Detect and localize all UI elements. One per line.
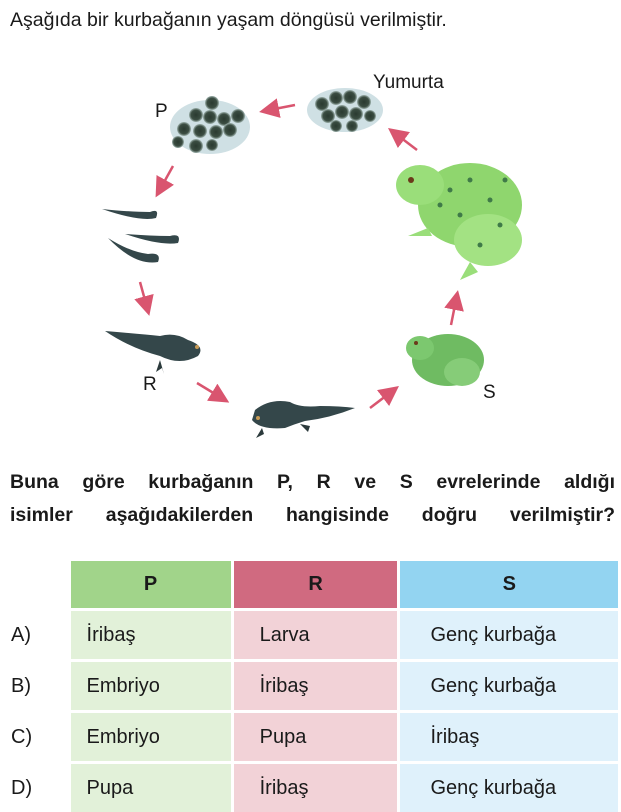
table-row-b[interactable]: B) Embriyo İribaş Genç kurbağa <box>3 662 618 710</box>
question-line-1: Buna göre kurbağanın P, R ve S evrelerin… <box>10 471 615 493</box>
arrow-s-to-frog <box>444 290 464 326</box>
arrow-r-to-tadpole <box>196 381 230 403</box>
cell-r: Larva <box>233 611 398 659</box>
cell-p: Embriyo <box>70 662 231 710</box>
egg-cluster-p <box>170 96 250 154</box>
arrow-frog-to-egg <box>388 127 418 151</box>
egg-cluster-yumurta <box>307 88 383 132</box>
label-r: R <box>143 374 157 395</box>
tadpole-with-legs <box>105 331 201 374</box>
cell-r: İribaş <box>233 764 398 812</box>
option-label[interactable]: D) <box>3 764 68 812</box>
arrow-tadpole-to-s <box>369 385 399 409</box>
frog-life-cycle-diagram <box>102 88 522 438</box>
table-row-a[interactable]: A) İribaş Larva Genç kurbağa <box>3 611 618 659</box>
adult-frog <box>396 163 522 280</box>
arrow-tadpoles-to-r <box>134 281 154 316</box>
answer-table: P R S A) İribaş Larva Genç kurbağa B) Em… <box>0 558 621 812</box>
header-r: R <box>233 561 398 608</box>
option-label[interactable]: B) <box>3 662 68 710</box>
table-row-d[interactable]: D) Pupa İribaş Genç kurbağa <box>3 764 618 812</box>
option-label[interactable]: C) <box>3 713 68 761</box>
table-row-c[interactable]: C) Embriyo Pupa İribaş <box>3 713 618 761</box>
cell-p: İribaş <box>70 611 231 659</box>
question-line-2: isimler aşağıdakilerden hangisinde doğru… <box>10 504 615 526</box>
table-header-row: P R S <box>3 561 618 608</box>
cell-s: Genç kurbağa <box>400 662 618 710</box>
label-yumurta: Yumurta <box>373 72 444 93</box>
option-label[interactable]: A) <box>3 611 68 659</box>
cell-r: Pupa <box>233 713 398 761</box>
arrow-p-to-tadpoles <box>155 165 175 198</box>
cell-p: Embriyo <box>70 713 231 761</box>
arrow-egg-to-p <box>259 98 296 118</box>
cell-s: İribaş <box>400 713 618 761</box>
label-p: P <box>155 101 168 122</box>
question-text: Buna göre kurbağanın P, R ve S evrelerin… <box>10 466 615 532</box>
cell-r: İribaş <box>233 662 398 710</box>
label-s: S <box>483 382 496 403</box>
header-p: P <box>70 561 231 608</box>
tadpole-with-four-legs <box>252 401 355 438</box>
young-frog <box>406 334 484 386</box>
cell-s: Genç kurbağa <box>400 611 618 659</box>
header-s: S <box>400 561 618 608</box>
cell-p: Pupa <box>70 764 231 812</box>
intro-text: Aşağıda bir kurbağanın yaşam döngüsü ver… <box>10 9 447 31</box>
tadpoles-group <box>102 209 179 263</box>
cell-s: Genç kurbağa <box>400 764 618 812</box>
